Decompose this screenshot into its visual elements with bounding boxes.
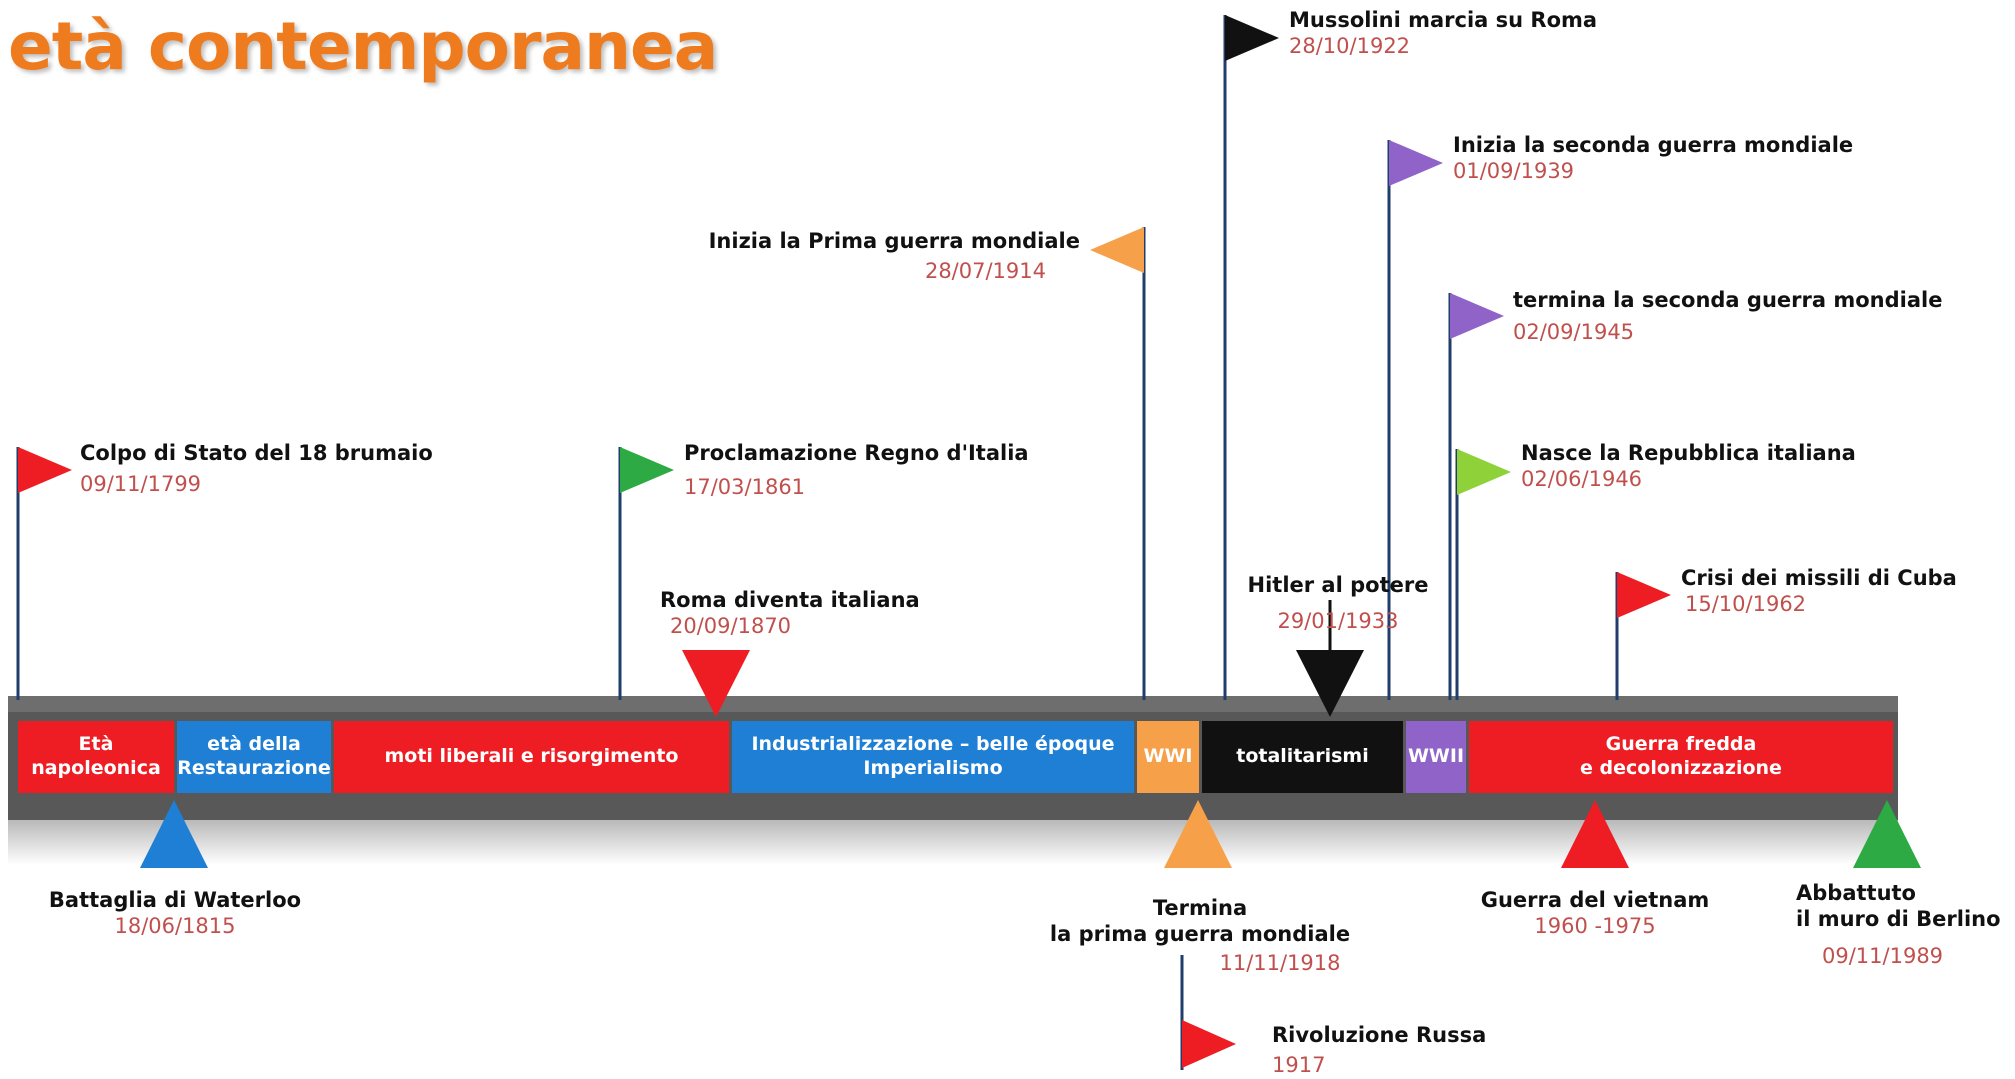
event-brumaio: Colpo di Stato del 18 brumaio 09/11/1799 [80,440,433,498]
event-date: 02/09/1945 [1513,320,1635,345]
orange-flag-icon [1090,227,1144,273]
event-cuba: Crisi dei missili di Cuba 15/10/1962 [1681,565,1957,618]
event-date: 28/07/1914 [924,259,1046,284]
event-date: 1960 -1975 [1534,914,1656,939]
event-date: 11/11/1918 [1219,950,1341,975]
event-hitler: Hitler al potere 29/01/1933 [1238,572,1438,635]
period-label: e decolonizzazione [1580,757,1782,779]
event-roma: Roma diventa italiana 20/09/1870 [660,587,920,640]
purple-flag-icon [1450,293,1504,339]
period-label: napoleonica [31,757,161,779]
event-label: Inizia la seconda guerra mondiale [1453,133,1854,157]
green-flag-icon [620,447,674,493]
period-wwii: WWII [1406,721,1466,793]
event-label: Nasce la Repubblica italiana [1521,441,1856,465]
period-label: età della [207,733,301,756]
period-risorgimento: moti liberali e risorgimento [334,721,729,793]
red-flag-icon [1182,1020,1236,1068]
event-label: il muro di Berlino [1796,907,2001,932]
period-label: Guerra fredda [1605,733,1757,756]
event-date: 02/06/1946 [1521,467,1643,492]
black-flag-icon [1225,15,1279,61]
event-label: Hitler al potere [1247,573,1429,597]
black-down-triangle-icon [1296,650,1364,717]
red-flag-icon [18,447,72,493]
event-date: 18/06/1815 [114,914,236,939]
event-seconda-guerra-fine: termina la seconda guerra mondiale 02/09… [1513,287,1942,346]
event-rivoluzione: Rivoluzione Russa 1917 [1272,1022,1486,1079]
period-totalitarismi: totalitarismi [1202,721,1403,793]
event-label: Roma diventa italiana [660,588,920,612]
period-label: WWII [1407,745,1465,768]
event-label: Inizia la Prima guerra mondiale [708,229,1080,253]
event-label: la prima guerra mondiale [1049,922,1351,947]
page-title: età contemporanea [8,8,718,85]
event-date: 09/11/1799 [80,472,202,497]
event-date: 01/09/1939 [1453,159,1575,184]
red-up-triangle-icon [1561,800,1629,868]
event-label: Crisi dei missili di Cuba [1681,566,1957,590]
event-label: Guerra del vietnam [1480,888,1710,912]
event-label: Battaglia di Waterloo [48,888,302,912]
event-regno-italia: Proclamazione Regno d'Italia 17/03/1861 [684,440,1029,501]
event-label: Mussolini marcia su Roma [1289,8,1598,32]
lightgreen-flag-icon [1457,449,1511,495]
event-date: 28/10/1922 [1289,34,1411,59]
event-waterloo: Battaglia di Waterloo 18/06/1815 [30,887,320,940]
period-wwi: WWI [1137,721,1199,793]
period-label: Imperialismo [863,757,1003,779]
orange-up-triangle-icon [1164,800,1232,868]
event-date: 1917 [1272,1053,1326,1078]
period-label: totalitarismi [1236,745,1369,768]
event-mussolini: Mussolini marcia su Roma 28/10/1922 [1289,7,1597,60]
event-berlino: Abbattuto il muro di Berlino 09/11/1989 [1796,880,2001,969]
event-prima-guerra-fine: Termina la prima guerra mondiale 11/11/1… [1000,895,1400,976]
event-date: 17/03/1861 [684,475,806,500]
period-label: moti liberali e risorgimento [384,745,679,768]
red-flag-icon [1617,572,1671,618]
purple-flag-icon [1389,140,1443,186]
event-label: termina la seconda guerra mondiale [1513,288,1943,312]
event-date: 20/09/1870 [670,614,792,639]
green-up-triangle-icon [1853,800,1921,868]
event-label: Abbattuto [1796,881,1916,905]
event-date: 29/01/1933 [1277,609,1399,634]
period-label: WWI [1143,745,1193,768]
period-label: Età [78,733,114,756]
event-date: 09/11/1989 [1822,943,1944,968]
event-label: Colpo di Stato del 18 brumaio [80,441,433,465]
event-label: Rivoluzione Russa [1272,1023,1487,1047]
period-label: Restaurazione [177,757,331,779]
period-label: Industrializzazione – belle époque [751,733,1115,756]
event-seconda-guerra-inizio: Inizia la seconda guerra mondiale 01/09/… [1453,132,1853,185]
event-prima-guerra-inizio: Inizia la Prima guerra mondiale 28/07/19… [709,228,1080,285]
event-vietnam: Guerra del vietnam 1960 -1975 [1470,887,1720,940]
event-repubblica: Nasce la Repubblica italiana 02/06/1946 [1521,440,1856,493]
blue-up-triangle-icon [140,800,208,868]
event-date: 15/10/1962 [1685,592,1807,617]
red-down-triangle-icon [682,650,750,717]
event-label: Termina [1152,896,1248,920]
event-label: Proclamazione Regno d'Italia [684,441,1029,465]
